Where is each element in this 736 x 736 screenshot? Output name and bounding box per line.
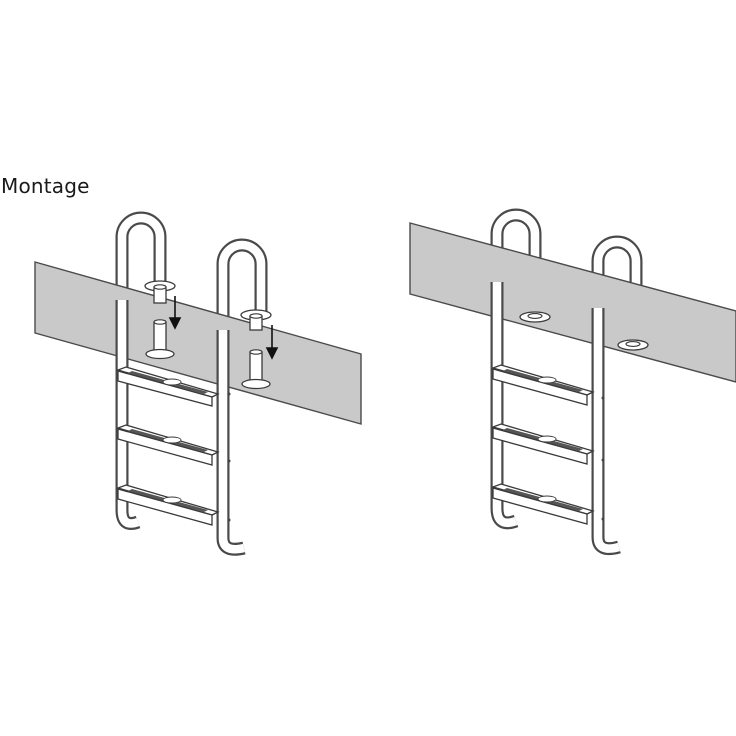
left-panel-assembly [34, 211, 362, 556]
right-step-2 [490, 423, 605, 465]
left-front-rail-upper [216, 238, 268, 380]
right-anchors [519, 311, 649, 351]
right-rails-back [490, 208, 643, 400]
left-step-3 [115, 484, 231, 526]
left-step-2 [115, 424, 231, 466]
diagram-title: Montage [1, 174, 90, 198]
left-front-anchor [240, 309, 272, 390]
left-back-rail [115, 211, 167, 370]
left-back-anchor [144, 280, 176, 360]
right-step-1 [490, 364, 605, 406]
left-rails-front [115, 300, 246, 556]
down-arrow-icon [168, 296, 182, 330]
right-rails-front [490, 282, 621, 556]
right-wall-panel [409, 222, 736, 383]
right-panel-assembled [409, 208, 736, 556]
right-step-3 [490, 483, 605, 525]
down-arrow-icon [265, 325, 279, 360]
left-step-1 [115, 366, 231, 407]
